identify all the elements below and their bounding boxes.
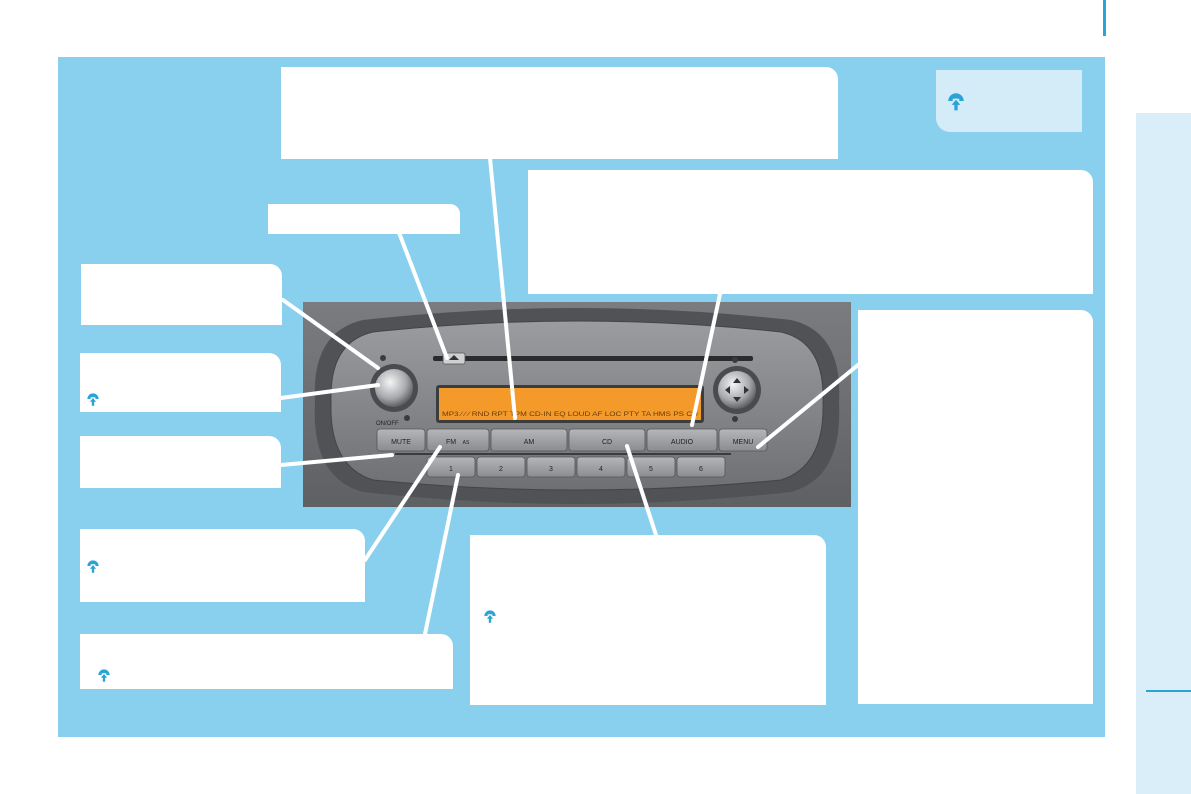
menu-button-label: MENU [733, 439, 754, 446]
preset-button-6[interactable] [676, 456, 726, 478]
volume-knob[interactable] [375, 369, 413, 407]
preset-label: 4 [599, 466, 603, 473]
pointer-volume [279, 383, 380, 400]
arrow-pad-icon[interactable] [718, 371, 756, 409]
preset-label: 5 [649, 466, 653, 473]
preset-button-2[interactable] [476, 456, 526, 478]
tip-arrow-icon [484, 610, 496, 624]
radio-display [439, 388, 701, 420]
pointer-mute [279, 453, 394, 467]
pointer-display [488, 156, 517, 420]
audio-button[interactable] [646, 428, 718, 452]
callout-cd [470, 535, 826, 705]
mute-button[interactable] [376, 428, 426, 452]
side-tab [1136, 113, 1191, 794]
pointer-eject [396, 228, 449, 360]
callout-menu [858, 310, 1093, 704]
tip-arrow-icon [87, 393, 99, 407]
preset-button-4[interactable] [576, 456, 626, 478]
fm-button-suffix: AS [463, 440, 470, 446]
callout-on-off [81, 264, 282, 325]
on-off-label: ON/OFF [376, 421, 399, 427]
header-rule [1103, 0, 1106, 36]
preset-label: 2 [499, 466, 503, 473]
preset-label: 6 [699, 466, 703, 473]
callout-mute [80, 436, 281, 488]
pointer-presets [423, 473, 460, 636]
callout-fm [80, 529, 365, 602]
callout-display [281, 67, 838, 159]
pointer-on-off [281, 298, 380, 370]
preset-label: 3 [549, 466, 553, 473]
callout-volume [80, 353, 281, 412]
cd-button-label: CD [602, 439, 612, 446]
tip-arrow-icon [98, 669, 110, 683]
pointer-cd [625, 444, 658, 537]
preset-button-3[interactable] [526, 456, 576, 478]
preset-label: 1 [449, 466, 453, 473]
side-tab-line [1146, 690, 1191, 692]
callout-eject [268, 204, 460, 234]
fm-button[interactable] [426, 428, 490, 452]
callout-audio [528, 170, 1093, 294]
pointer-audio [690, 292, 722, 427]
eject-icon [449, 355, 459, 360]
audio-button-label: AUDIO [671, 439, 694, 446]
pointer-fm [363, 445, 442, 562]
mute-button-label: MUTE [391, 439, 411, 446]
fm-button-label: FM [446, 439, 456, 446]
tip-arrow-icon [87, 560, 99, 574]
am-button-label: AM [524, 439, 535, 446]
display-indicators: MP3 ⁄ ⁄ ⁄ RND RPT TPM CD-IN EQ LOUD AF L… [442, 411, 698, 418]
callout-presets [80, 634, 453, 689]
tip-arrow-icon [948, 93, 964, 112]
pointer-menu [756, 363, 860, 449]
cd-slot [433, 356, 753, 361]
tip-box [936, 70, 1082, 132]
preset-button-5[interactable] [626, 456, 676, 478]
am-button[interactable] [490, 428, 568, 452]
